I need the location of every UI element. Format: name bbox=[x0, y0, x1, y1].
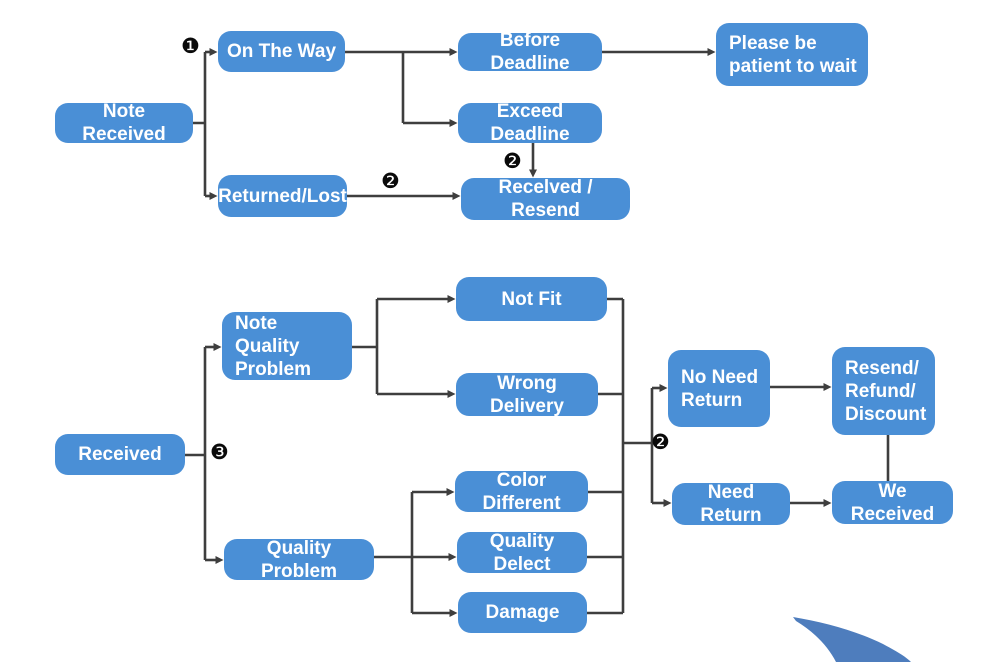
node-wrong-delivery: Wrong Delivery bbox=[456, 373, 598, 417]
node-quality-problem: Quality Problem bbox=[224, 538, 374, 582]
node-quality-delect: Quality Delect bbox=[457, 531, 587, 575]
node-returned-lost: Returned/Lost bbox=[218, 175, 347, 217]
node-received: Received bbox=[55, 434, 185, 475]
node-no-need-return: No Need Return bbox=[668, 350, 770, 427]
node-received-resend: Recelved / Resend bbox=[461, 177, 630, 221]
swoosh-decoration bbox=[793, 617, 911, 662]
node-resend-refund-discount: Resend/ Refund/ Discount bbox=[832, 347, 935, 435]
node-before-deadline: Before Deadline bbox=[458, 30, 602, 74]
node-on-the-way: On The Way bbox=[218, 31, 345, 72]
node-color-different: Color Different bbox=[455, 470, 588, 514]
node-note-quality-problem: Note Quality Problem bbox=[222, 312, 352, 380]
badge-step3-icon: ❸ bbox=[210, 440, 229, 464]
node-not-fit: Not Fit bbox=[456, 277, 607, 321]
node-need-return: Need Return bbox=[672, 482, 790, 526]
connector-group bbox=[185, 48, 890, 617]
node-note-received: Note Received bbox=[55, 101, 193, 145]
node-exceed-deadline: Exceed Deadline bbox=[458, 101, 602, 145]
badge-step1-icon: ❶ bbox=[181, 34, 200, 58]
node-damage: Damage bbox=[458, 592, 587, 633]
badge-step2-resend-icon: ❷ bbox=[503, 149, 522, 173]
badge-step2-branch-icon: ❷ bbox=[651, 430, 670, 454]
node-please-wait: Please be patient to wait bbox=[716, 23, 868, 86]
node-we-received: We Received bbox=[832, 481, 953, 525]
badge-step2-returned-icon: ❷ bbox=[381, 169, 400, 193]
